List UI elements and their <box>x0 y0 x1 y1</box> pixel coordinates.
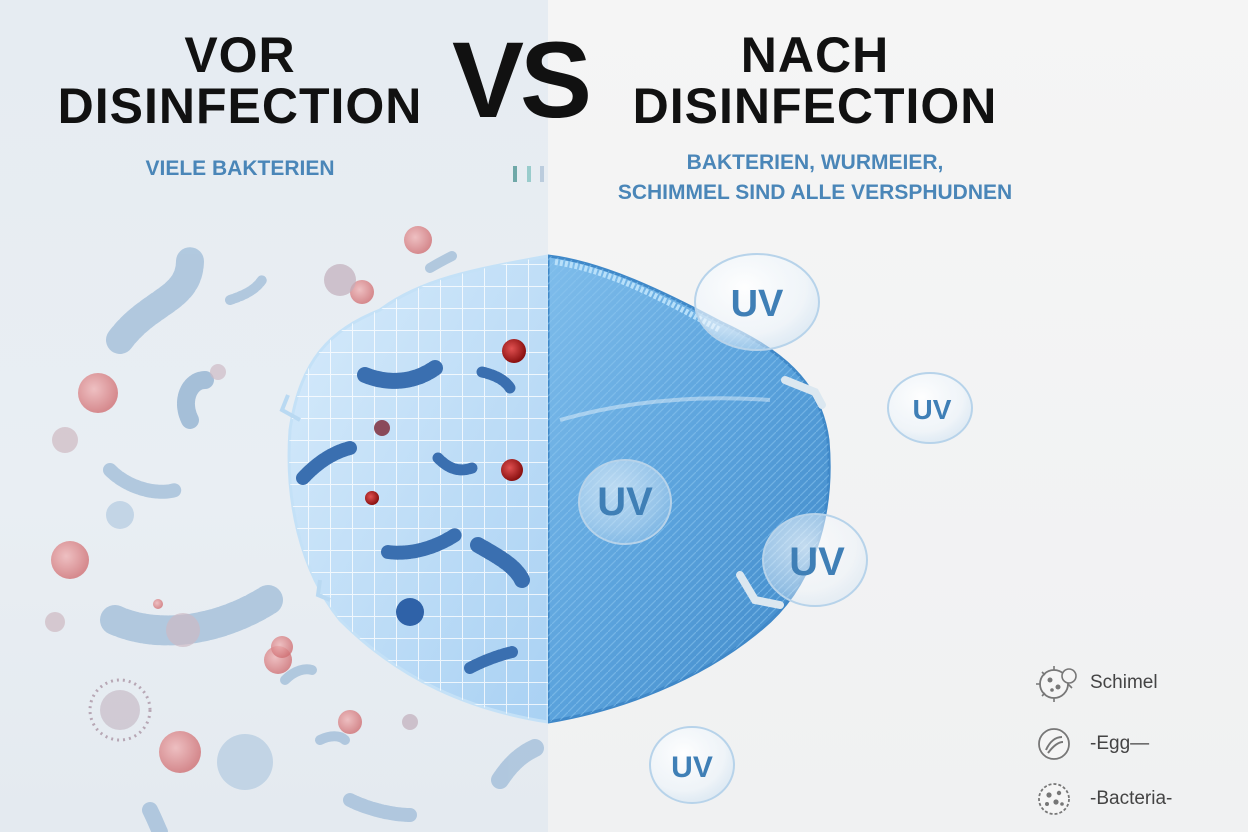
svg-text:UV: UV <box>597 480 653 524</box>
left-microbes <box>45 226 544 832</box>
mask-after <box>548 254 831 724</box>
uv-bubble: UV <box>887 372 973 444</box>
legend-label-mold: Schimel <box>1090 672 1158 693</box>
svg-text:UV: UV <box>913 394 952 425</box>
divider-mark <box>540 166 544 182</box>
legend-item-mold: Schimel <box>1032 662 1158 704</box>
before-title-line2: DISINFECTION <box>57 78 423 134</box>
before-title: VOR DISINFECTION <box>40 30 440 132</box>
mold-icon <box>1036 666 1077 702</box>
after-title-line1: NACH <box>740 27 890 83</box>
mask-before <box>279 254 548 724</box>
after-subtitle-line1: BAKTERIEN, WURMEIER, <box>686 151 944 174</box>
vs-label: VS <box>452 19 592 140</box>
legend-item-egg: -Egg— <box>1032 723 1149 765</box>
uv-bubble: UV <box>694 253 820 351</box>
svg-text:UV: UV <box>731 283 784 325</box>
legend-label-bacteria: -Bacteria- <box>1090 788 1173 809</box>
uv-bubble: UV <box>762 513 868 607</box>
svg-text:UV: UV <box>671 751 713 784</box>
after-subtitle-line2: SCHIMMEL SIND ALLE VERSPHUDNEN <box>617 181 1013 205</box>
bacteria-icon <box>1038 783 1070 815</box>
uv-bubble: UV <box>578 459 672 545</box>
after-title: NACH DISINFECTION <box>610 30 1020 132</box>
svg-text:UV: UV <box>789 540 845 584</box>
before-subtitle: VIELE BAKTERIEN <box>145 157 335 180</box>
before-title-line1: VOR <box>184 27 296 83</box>
after-subtitle: BAKTERIEN, WURMEIER, SCHIMMEL SIND ALLE … <box>590 148 1040 209</box>
after-title-line2: DISINFECTION <box>632 78 998 134</box>
egg-icon <box>1038 728 1070 760</box>
legend-item-bacteria: -Bacteria- <box>1032 778 1172 820</box>
divider-mark <box>513 166 517 182</box>
divider-mark <box>527 166 531 182</box>
uv-bubble: UV <box>649 726 735 804</box>
legend-label-egg: -Egg— <box>1090 733 1150 754</box>
